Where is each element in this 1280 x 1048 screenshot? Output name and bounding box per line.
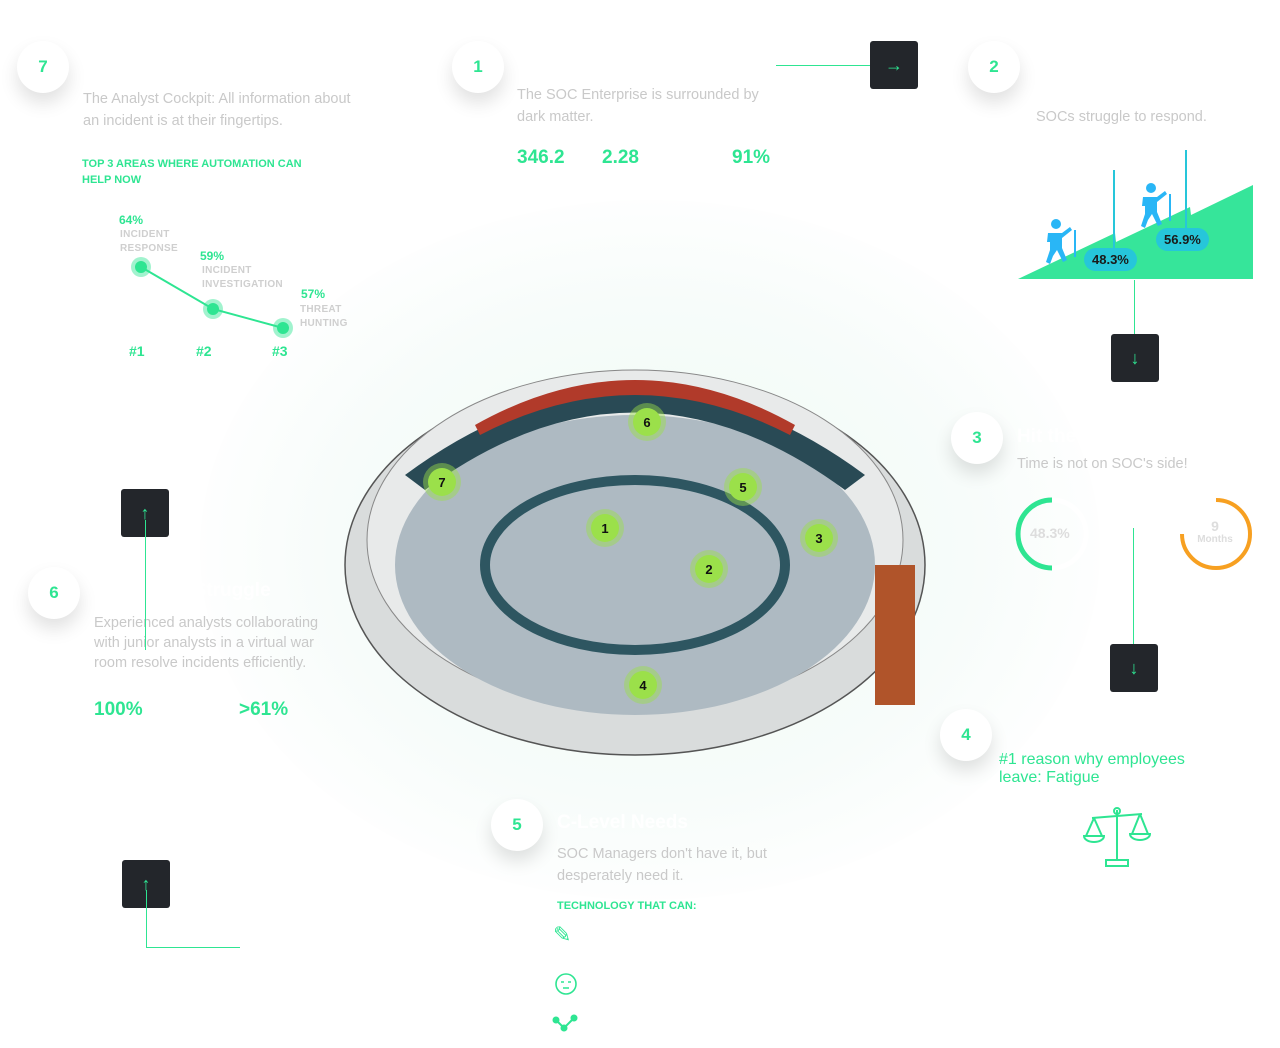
connector-line: [146, 890, 147, 947]
section-7-badge[interactable]: 7: [17, 41, 69, 93]
hotspot-3[interactable]: 3: [805, 524, 833, 552]
arrow-up-icon: ↑: [140, 502, 150, 523]
hotspot-7[interactable]: 7: [428, 468, 456, 496]
down-arrow-button[interactable]: ↓: [1110, 644, 1158, 692]
ring-2-unit: Months: [1197, 534, 1233, 545]
connector-line: [146, 947, 240, 948]
chart-label-3: THREAT HUNTING: [300, 303, 348, 331]
ring-fill: [1180, 498, 1252, 570]
stat-days: 2.28: [602, 147, 639, 168]
hiker-icon: [1141, 183, 1171, 228]
chart-point: [135, 261, 147, 273]
stat-dispersed: >61%: [239, 699, 289, 720]
next-arrow-button[interactable]: →: [870, 41, 918, 89]
chart-rank-3: #3: [272, 343, 288, 359]
ring-2-number: 9: [1211, 518, 1219, 534]
chart-rank-1: #1: [129, 343, 145, 359]
section-6-description: Experienced analysts collaborating with …: [94, 615, 319, 671]
section-1-badge[interactable]: 1: [452, 41, 504, 93]
ring-progress-1: [1015, 497, 1089, 571]
section-2-description: SOCs struggle to respond.: [1036, 109, 1207, 125]
chart-rank-2: #2: [196, 343, 212, 359]
scales-icon: [1082, 807, 1152, 867]
label-line: INCIDENT: [202, 265, 252, 276]
climbing-chart: [1018, 150, 1253, 279]
stat-percent: 91%: [732, 147, 771, 168]
connector-line: [776, 65, 896, 66]
value-pill-1: 48.3%: [1084, 248, 1137, 271]
hotspot-6[interactable]: 6: [633, 408, 661, 436]
chart-label-2: INCIDENT INVESTIGATION: [202, 264, 283, 292]
section-3-description: Time is not on SOC's side!: [1017, 456, 1188, 472]
section-5-badge[interactable]: 5: [491, 799, 543, 851]
hotspot-5[interactable]: 5: [729, 473, 757, 501]
arrow-up-icon: ↑: [141, 873, 151, 894]
arrow-right-icon: →: [885, 54, 903, 75]
chart-point: [207, 303, 219, 315]
label-line: INVESTIGATION: [202, 279, 283, 290]
value-pill-2: 56.9%: [1156, 228, 1209, 251]
arrow-down-icon: ↓: [1129, 657, 1139, 678]
hotspot-2[interactable]: 2: [695, 555, 723, 583]
share-nodes-icon: [552, 1014, 578, 1032]
label-line: HUNTING: [300, 318, 348, 329]
automation-line-chart: [131, 257, 293, 338]
label-line: THREAT: [300, 304, 342, 315]
label-line: RESPONSE: [120, 243, 178, 254]
section-4-badge[interactable]: 4: [940, 709, 992, 761]
section-1-description: The SOC Enterprise is surrounded by dark…: [517, 87, 759, 125]
ring-1-value: 48.3%: [1030, 525, 1070, 541]
hill-shape: [1018, 185, 1253, 279]
section-6-title: War Room Struggle: [94, 580, 271, 601]
ring-fill: [1015, 497, 1053, 571]
down-arrow-button[interactable]: ↓: [1111, 334, 1159, 382]
chart-value-3: 57%: [301, 287, 326, 301]
section-3-title: Hit the Gro: [1017, 426, 1116, 447]
hotspot-4[interactable]: 4: [629, 671, 657, 699]
hotspot-1[interactable]: 1: [591, 514, 619, 542]
chart-value-2: 59%: [200, 249, 225, 263]
soc-bridge-illustration: [344, 369, 926, 756]
section-3-badge[interactable]: 3: [951, 412, 1003, 464]
automation-heading: TOP 3 AREAS WHERE AUTOMATION CAN HELP NO…: [82, 158, 302, 186]
hiker-icon: [1046, 219, 1076, 264]
section-5-description: SOC Managers don't have it, but desperat…: [557, 846, 767, 884]
section-2-badge[interactable]: 2: [968, 41, 1020, 93]
ring-progress-2: [1180, 498, 1252, 570]
chart-label-1: INCIDENT RESPONSE: [120, 228, 178, 256]
connector-line: [145, 520, 146, 650]
chart-value-1: 64%: [119, 213, 144, 227]
neutral-face-icon: [555, 973, 577, 995]
section-7-description: The Analyst Cockpit: All information abo…: [83, 91, 351, 129]
technology-heading: TECHNOLOGY THAT CAN:: [557, 900, 697, 912]
stat-incidents: 346.2: [517, 147, 565, 168]
connector-line: [1133, 528, 1134, 648]
connector-line: [1134, 280, 1135, 360]
section-5-title: C-Level Needs: [557, 812, 688, 833]
stat-struggle: 100%: [94, 699, 143, 720]
arrow-down-icon: ↓: [1130, 347, 1140, 368]
chart-point: [277, 322, 289, 334]
section-4-description: #1 reason why employees leave: Fatigue: [999, 751, 1185, 786]
label-line: INCIDENT: [120, 229, 170, 240]
pencil-icon: ✎: [553, 922, 572, 947]
section-6-badge[interactable]: 6: [28, 567, 80, 619]
